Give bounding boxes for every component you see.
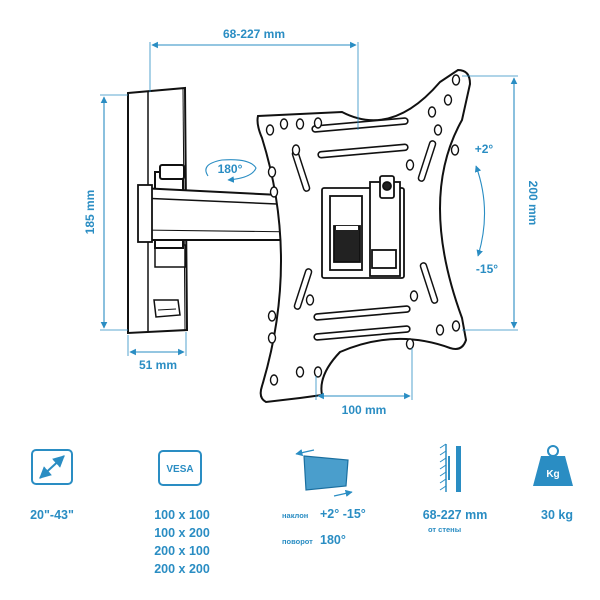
tilt-down-label: -15° xyxy=(476,262,498,276)
vesa-horizontal-label: 100 mm xyxy=(342,403,387,417)
tilt-caption: наклон xyxy=(282,511,308,520)
swivel-arm xyxy=(137,164,301,249)
tilt-swivel-icon xyxy=(295,449,353,497)
arm-extension-label: 68-227 mm xyxy=(223,27,285,41)
wall-plate-height-label: 185 mm xyxy=(83,190,97,235)
weight-badge-text: Kg xyxy=(546,469,559,480)
spec-icons-row: 20"-43" VESA 100 x 100 100 x 200 200 x 1… xyxy=(30,443,573,576)
vesa-vertical-label: 200 mm xyxy=(526,181,540,226)
wall-distance-text: 68-227 mm xyxy=(423,508,488,522)
wall-distance-caption: от стены xyxy=(428,525,461,534)
wall-plate-width-label: 51 mm xyxy=(139,358,177,372)
vesa-icon: VESA xyxy=(158,450,202,486)
vesa-badge-text: VESA xyxy=(166,464,193,475)
dimension-annotations: 68-227 mm 185 mm 51 mm 100 mm 200 mm 180… xyxy=(83,27,540,417)
vesa-pattern-2: 100 x 200 xyxy=(154,526,210,540)
swivel-label: 180° xyxy=(218,162,243,176)
vesa-pattern-1: 100 x 100 xyxy=(154,508,210,522)
max-load-text: 30 kg xyxy=(541,508,573,522)
vesa-plate xyxy=(256,68,472,404)
swivel-value: 180° xyxy=(320,533,346,547)
vesa-pattern-3: 200 x 100 xyxy=(154,544,210,558)
tv-bracket-drawing xyxy=(127,68,472,404)
wall-distance-icon xyxy=(439,443,461,492)
screen-size-icon xyxy=(31,449,73,485)
tilt-up-label: +2° xyxy=(475,142,494,156)
weight-icon: Kg xyxy=(533,445,573,486)
tilt-value: +2° -15° xyxy=(320,507,366,521)
swivel-caption: поворот xyxy=(282,537,313,546)
vesa-pattern-4: 200 x 200 xyxy=(154,562,210,576)
screen-size-text: 20"-43" xyxy=(30,508,74,522)
